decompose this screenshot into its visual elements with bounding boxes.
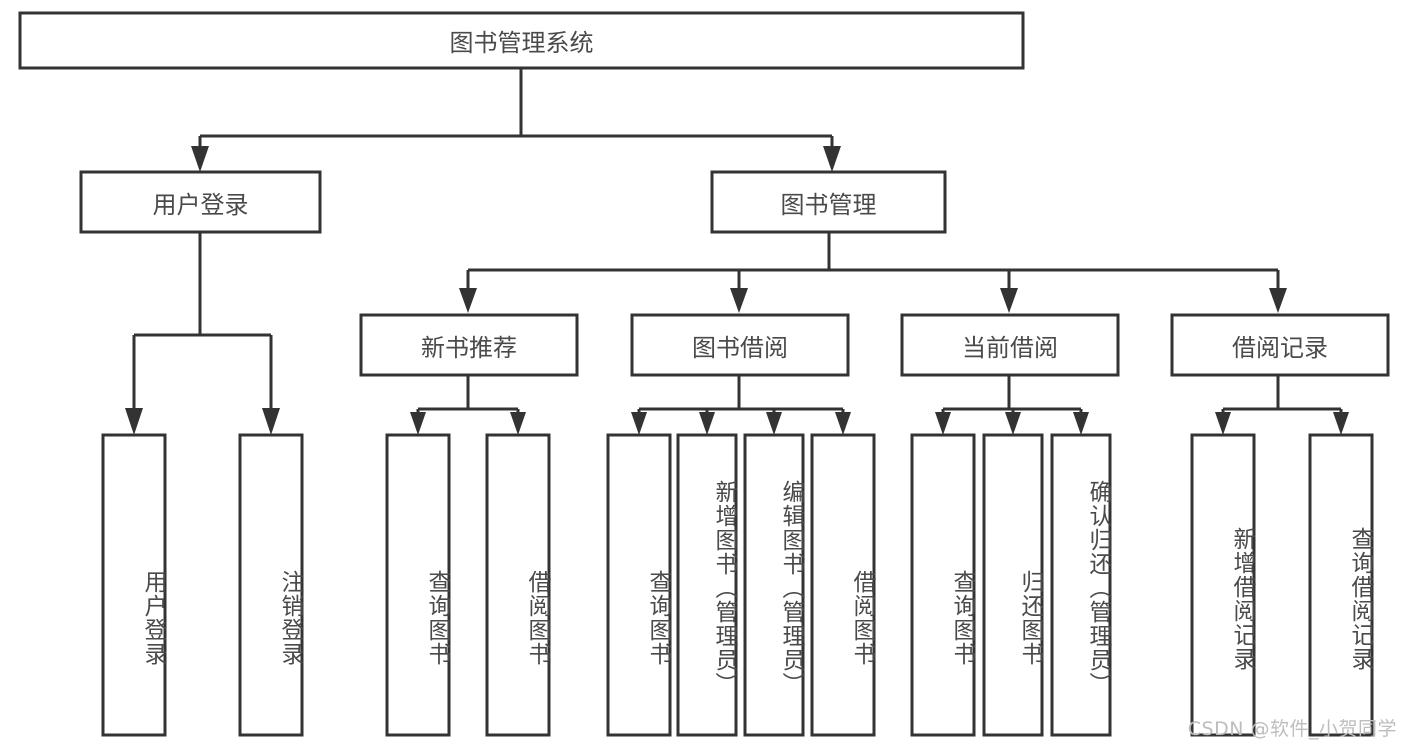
node-leaf-user-login[interactable] (101, 433, 167, 737)
arrowhead-book-borrow (730, 288, 748, 313)
node-leaf-borrow-book-2[interactable] (810, 433, 876, 737)
arrowhead-leaf-logout (262, 408, 280, 435)
connector-group-book-borrow (631, 375, 851, 435)
connector-group-new-book-recommend (410, 375, 526, 435)
node-leaf-query-book-1[interactable] (385, 433, 451, 737)
node-leaf-borrow-book-1[interactable] (485, 433, 551, 737)
node-leaf-edit-book[interactable] (743, 433, 805, 737)
arrowhead-leaf-query-book-1 (410, 412, 426, 435)
arrowhead-leaf-confirm-return (1073, 412, 1089, 435)
connector-group-borrow-record (1215, 375, 1349, 435)
arrowhead-borrow-record (1269, 288, 1287, 313)
node-borrow-record[interactable] (1170, 313, 1390, 377)
arrowhead-leaf-borrow-book-1 (510, 412, 526, 435)
arrowhead-leaf-borrow-book-2 (835, 412, 851, 435)
node-leaf-query-record[interactable] (1308, 433, 1374, 737)
arrowhead-leaf-query-book-2 (631, 412, 647, 435)
arrowhead-leaf-add-record (1215, 412, 1231, 435)
arrowhead-leaf-query-record (1333, 412, 1349, 435)
arrowhead-leaf-return-book (1005, 412, 1021, 435)
arrowhead-book-management (823, 146, 841, 172)
connector-group-root (191, 68, 841, 172)
node-leaf-add-record[interactable] (1190, 433, 1256, 737)
arrowhead-current-borrow (1000, 288, 1018, 313)
arrowhead-leaf-edit-book (766, 412, 782, 435)
node-root[interactable] (18, 11, 1025, 70)
arrowhead-leaf-add-book (699, 412, 715, 435)
csdn-watermark: CSDN @软件_小贺同学 (1187, 718, 1397, 740)
connector-group-user-login (125, 232, 280, 435)
arrowhead-leaf-query-book-3 (935, 412, 951, 435)
node-book-borrow[interactable] (630, 313, 850, 377)
node-leaf-confirm-return[interactable] (1050, 433, 1112, 737)
arrowhead-user-login (191, 146, 209, 172)
node-leaf-query-book-2[interactable] (606, 433, 672, 737)
connector-group-book-management (459, 232, 1287, 313)
node-leaf-query-book-3[interactable] (910, 433, 976, 737)
arrowhead-new-book-recommend (459, 288, 477, 313)
node-user-login[interactable] (79, 170, 322, 234)
node-leaf-return-book[interactable] (982, 433, 1044, 737)
node-leaf-logout[interactable] (238, 433, 304, 737)
node-book-management[interactable] (710, 170, 947, 234)
connector-group-current-borrow (935, 375, 1089, 435)
node-leaf-add-book[interactable] (676, 433, 738, 737)
arrowhead-leaf-user-login (125, 408, 143, 435)
node-new-book-recommend[interactable] (359, 313, 579, 377)
node-current-borrow[interactable] (900, 313, 1120, 377)
